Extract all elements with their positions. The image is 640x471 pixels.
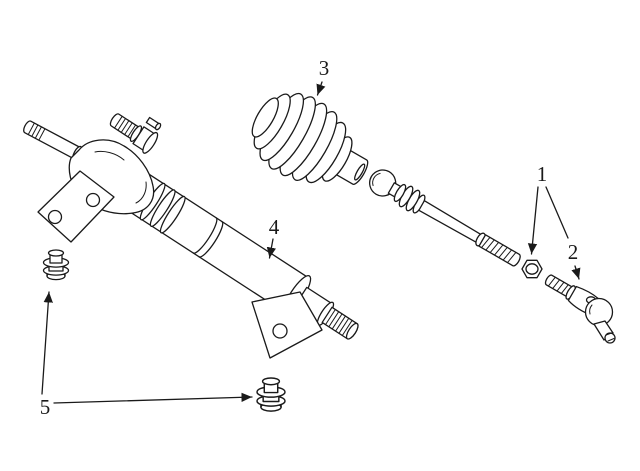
- lock-nut-drawing: [521, 259, 543, 279]
- callout-line-1-to-nut: [527, 186, 539, 255]
- callout-label-4: 4: [268, 215, 280, 239]
- callout-label-2: 2: [567, 240, 579, 264]
- callout-label-5: 5: [39, 395, 51, 419]
- rack-tube-drawing: [125, 173, 359, 340]
- callout-line-1-to-2: [545, 186, 569, 239]
- pinion-input-shaft-drawing: [109, 113, 159, 154]
- callout-line-4-to-rack: [266, 238, 277, 259]
- callout-line-5-to-left-bushing: [41, 291, 53, 395]
- callout-line-3-to-boot: [316, 81, 326, 96]
- adjuster-stud-drawing: [145, 116, 162, 131]
- bushing-bottom-drawing: [256, 377, 286, 412]
- callout-label-3: 3: [318, 56, 330, 80]
- steering-gear-assembly-drawing: [23, 113, 359, 359]
- callout-line-5-to-bottom-bushing: [53, 392, 253, 404]
- left-mount-bracket-drawing: [37, 170, 115, 243]
- right-mount-bracket-drawing: [251, 291, 323, 359]
- bellows-boot-drawing: [251, 92, 369, 185]
- bushing-left-drawing: [42, 249, 70, 281]
- callout-label-1: 1: [536, 162, 548, 186]
- outer-tie-rod-end-drawing: [544, 274, 616, 344]
- callout-arrows: [41, 81, 581, 404]
- inner-tie-rod-drawing: [369, 169, 521, 267]
- callout-line-2-to-tie-rod-end: [571, 265, 581, 280]
